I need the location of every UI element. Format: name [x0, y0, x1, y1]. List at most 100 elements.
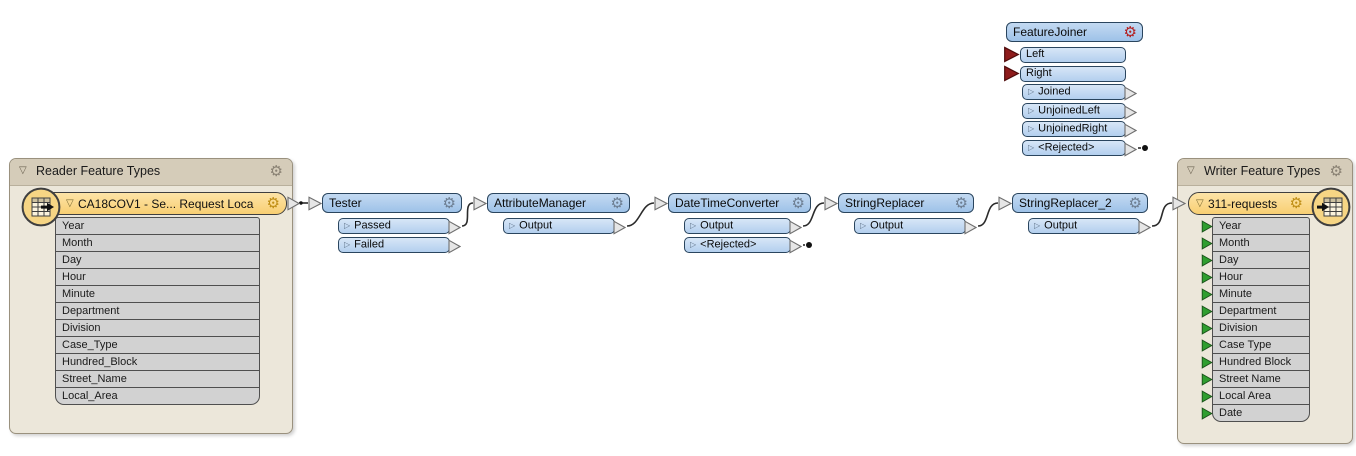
writer-port-arrow-icon[interactable]: [1201, 271, 1213, 284]
collapse-icon[interactable]: ▽: [1187, 165, 1195, 176]
attribute-row[interactable]: Case_Type: [55, 336, 260, 354]
writer-port-arrow-icon[interactable]: [1201, 305, 1213, 318]
port-output[interactable]: ▷Output: [684, 218, 802, 235]
attribute-row[interactable]: Hundred_Block: [55, 353, 260, 371]
port-unjoinedleft[interactable]: ▷UnjoinedLeft: [1022, 103, 1137, 120]
attribute-row[interactable]: Local Area: [1201, 387, 1310, 405]
output-arrow-icon[interactable]: [448, 238, 461, 254]
collapse-icon[interactable]: ▽: [66, 198, 74, 209]
input-arrow-icon[interactable]: [308, 196, 322, 211]
attribute-row[interactable]: Year: [1201, 217, 1310, 235]
unconnected-input-arrow-icon[interactable]: [1003, 46, 1020, 63]
reader-output-arrow-icon[interactable]: [287, 196, 300, 211]
attribute-row[interactable]: Case Type: [1201, 336, 1310, 354]
port-rejected[interactable]: ▷<Rejected>: [684, 237, 802, 254]
input-arrow-icon[interactable]: [998, 196, 1012, 211]
writer-port-arrow-icon[interactable]: [1201, 356, 1213, 369]
attribute-row[interactable]: Department: [55, 302, 260, 320]
collapse-icon[interactable]: ▽: [19, 165, 27, 176]
gear-icon[interactable]: ⚙: [1329, 163, 1343, 180]
writer-port-arrow-icon[interactable]: [1201, 390, 1213, 403]
transformer-attributemanager[interactable]: AttributeManager ⚙: [487, 193, 630, 213]
writer-port-arrow-icon[interactable]: [1201, 407, 1213, 420]
gear-icon[interactable]: ⚙: [269, 163, 283, 180]
attribute-row[interactable]: Year: [55, 217, 260, 235]
writer-port-arrow-icon[interactable]: [1201, 254, 1213, 267]
transformer-datetimeconverter[interactable]: DateTimeConverter ⚙: [668, 193, 811, 213]
attribute-row[interactable]: Minute: [55, 285, 260, 303]
writer-panel-header[interactable]: ▽ Writer Feature Types ⚙: [1178, 159, 1352, 186]
attribute-row[interactable]: Hundred Block: [1201, 353, 1310, 371]
output-arrow-icon[interactable]: [1124, 141, 1137, 157]
input-arrow-icon[interactable]: [654, 196, 668, 211]
connection-tester-attributemanager[interactable]: [461, 202, 474, 227]
output-arrow-icon[interactable]: [1124, 122, 1137, 138]
port-output[interactable]: ▷Output: [854, 218, 977, 235]
port-left[interactable]: Left: [1020, 47, 1126, 63]
writer-port-arrow-icon[interactable]: [1201, 288, 1213, 301]
port-passed[interactable]: ▷Passed: [338, 218, 461, 235]
attribute-row[interactable]: Hour: [55, 268, 260, 286]
reader-node-ca18cov1[interactable]: ▽ CA18COV1 - Se... Request Loca ⚙: [30, 192, 287, 215]
collapse-icon[interactable]: ▽: [1196, 198, 1204, 209]
writer-port-arrow-icon[interactable]: [1201, 373, 1213, 386]
gear-icon[interactable]: ⚙: [1289, 195, 1303, 212]
port-output[interactable]: ▷Output: [1028, 218, 1151, 235]
gear-icon[interactable]: ⚙: [442, 195, 456, 212]
transformer-tester[interactable]: Tester ⚙: [322, 193, 462, 213]
output-arrow-icon[interactable]: [1124, 85, 1137, 101]
writer-table-icon[interactable]: [1311, 187, 1351, 227]
port-rejected[interactable]: ▷<Rejected>: [1022, 140, 1137, 157]
attribute-row[interactable]: Hour: [1201, 268, 1310, 286]
attribute-row[interactable]: Month: [55, 234, 260, 252]
port-failed[interactable]: ▷Failed: [338, 237, 461, 254]
gear-icon[interactable]: ⚙: [954, 195, 968, 212]
input-arrow-icon[interactable]: [824, 196, 838, 211]
output-arrow-icon[interactable]: [789, 219, 802, 235]
attribute-row[interactable]: Local_Area: [55, 387, 260, 405]
gear-icon[interactable]: ⚙: [610, 195, 624, 212]
attribute-row[interactable]: Date: [1201, 404, 1310, 422]
attribute-row[interactable]: Minute: [1201, 285, 1310, 303]
writer-port-arrow-icon[interactable]: [1201, 237, 1213, 250]
port-label: UnjoinedLeft: [1038, 104, 1100, 117]
transformer-stringreplacer-2[interactable]: StringReplacer_2 ⚙: [1012, 193, 1148, 213]
reader-table-icon[interactable]: [21, 187, 61, 227]
output-arrow-icon[interactable]: [448, 219, 461, 235]
writer-input-arrow-icon[interactable]: [1172, 196, 1186, 211]
writer-port-arrow-icon[interactable]: [1201, 220, 1213, 233]
attribute-row[interactable]: Division: [1201, 319, 1310, 337]
attribute-row[interactable]: Department: [1201, 302, 1310, 320]
output-arrow-icon[interactable]: [964, 219, 977, 235]
writer-port-arrow-icon[interactable]: [1201, 339, 1213, 352]
transformer-stringreplacer[interactable]: StringReplacer ⚙: [838, 193, 974, 213]
gear-icon[interactable]: ⚙: [1128, 195, 1142, 212]
attribute-row[interactable]: Day: [55, 251, 260, 269]
connection-attributemanager-datetimeconverter[interactable]: [626, 202, 655, 227]
output-arrow-icon[interactable]: [613, 219, 626, 235]
connection-stringreplacer2-writer[interactable]: [1151, 202, 1173, 227]
port-output[interactable]: ▷Output: [503, 218, 626, 235]
writer-node-311-requests[interactable]: ▽ 311-requests ⚙: [1188, 192, 1330, 215]
attribute-row[interactable]: Street_Name: [55, 370, 260, 388]
port-unjoinedright[interactable]: ▷UnjoinedRight: [1022, 121, 1137, 138]
output-arrow-icon[interactable]: [1124, 104, 1137, 120]
port-right[interactable]: Right: [1020, 66, 1126, 82]
output-arrow-icon[interactable]: [1138, 219, 1151, 235]
writer-port-arrow-icon[interactable]: [1201, 322, 1213, 335]
gear-icon[interactable]: ⚙: [791, 195, 805, 212]
reader-panel-header[interactable]: ▽ Reader Feature Types ⚙: [10, 159, 292, 186]
connection-stringreplacer-stringreplacer2[interactable]: [977, 202, 999, 227]
unconnected-input-arrow-icon[interactable]: [1003, 65, 1020, 82]
port-joined[interactable]: ▷Joined: [1022, 84, 1137, 101]
attribute-row[interactable]: Division: [55, 319, 260, 337]
attribute-row[interactable]: Month: [1201, 234, 1310, 252]
gear-icon[interactable]: ⚙: [266, 195, 280, 212]
gear-attention-icon[interactable]: ⚙: [1123, 24, 1137, 41]
output-arrow-icon[interactable]: [789, 238, 802, 254]
transformer-featurejoiner[interactable]: FeatureJoiner ⚙: [1006, 22, 1143, 42]
input-arrow-icon[interactable]: [473, 196, 487, 211]
attribute-row[interactable]: Day: [1201, 251, 1310, 269]
attribute-row[interactable]: Street Name: [1201, 370, 1310, 388]
